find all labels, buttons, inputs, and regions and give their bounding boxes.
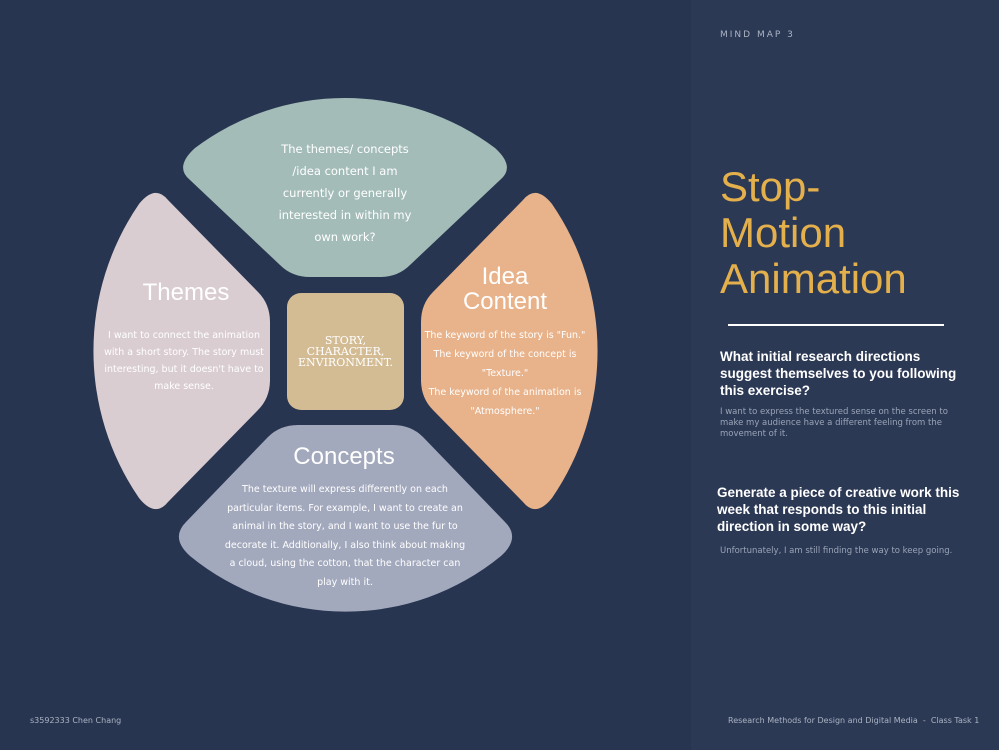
segment-bottom xyxy=(178,425,513,612)
question-2: Generate a piece of creative work this w… xyxy=(717,485,960,534)
answer-2: Unfortunately, I am still finding the wa… xyxy=(720,546,953,556)
answer-1: I want to express the textured sense on … xyxy=(720,407,948,439)
themes-title: Themes xyxy=(142,279,230,306)
segment-right xyxy=(421,192,598,510)
themes-text: I want to connect the animation with a s… xyxy=(104,330,264,392)
right-panel xyxy=(691,0,999,750)
page-title: Stop- Motion Animation xyxy=(720,163,907,302)
top-segment-text: The themes/ concepts /idea content I am … xyxy=(278,142,412,244)
concepts-title: Concepts xyxy=(293,443,395,470)
concepts-text: The texture will express differently on … xyxy=(224,484,466,588)
center-label: STORY, CHARACTER, ENVIRONMENT. xyxy=(297,334,393,369)
question-1: What initial research directions suggest… xyxy=(720,349,957,398)
idea-content-title: Idea Content xyxy=(462,263,548,315)
segment-top xyxy=(183,97,507,277)
center-box xyxy=(287,293,404,410)
mind-map-wheel xyxy=(93,97,598,612)
footer-author: s3592333 Chen Chang xyxy=(30,716,122,725)
footer-course: Research Methods for Design and Digital … xyxy=(728,716,980,725)
idea-content-text: The keyword of the story is "Fun." The k… xyxy=(424,330,586,417)
segment-left xyxy=(93,192,270,510)
title-divider xyxy=(728,324,944,326)
eyebrow-label: MIND MAP 3 xyxy=(720,30,795,40)
